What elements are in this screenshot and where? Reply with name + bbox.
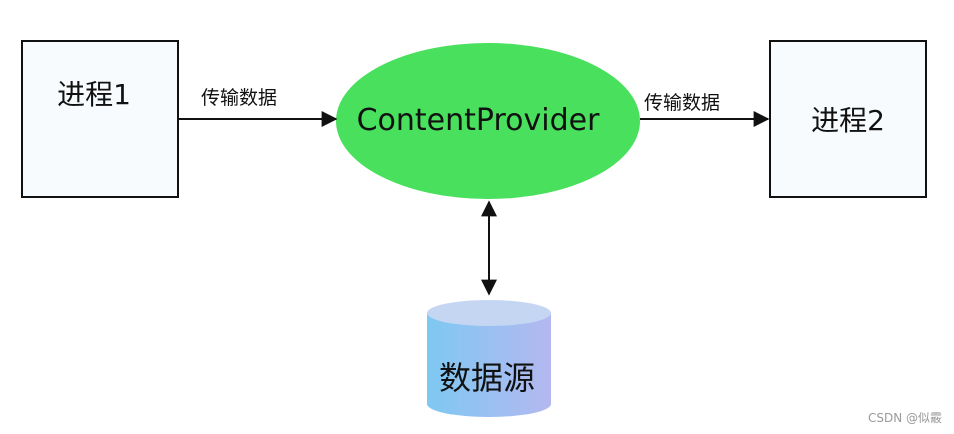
left-transfer-label: 传输数据 xyxy=(201,87,277,109)
data-source-cylinder xyxy=(427,300,551,417)
process2-label: 进程2 xyxy=(811,104,885,137)
data-source-label: 数据源 xyxy=(439,359,535,397)
process1-label: 进程1 xyxy=(57,78,131,111)
content-provider-label: ContentProvider xyxy=(357,103,600,138)
right-transfer-label: 传输数据 xyxy=(644,92,720,114)
process1-box xyxy=(21,40,179,198)
watermark-text: CSDN @似霰 xyxy=(868,411,942,425)
content-provider-ellipse xyxy=(336,43,640,199)
process2-box xyxy=(769,40,927,198)
